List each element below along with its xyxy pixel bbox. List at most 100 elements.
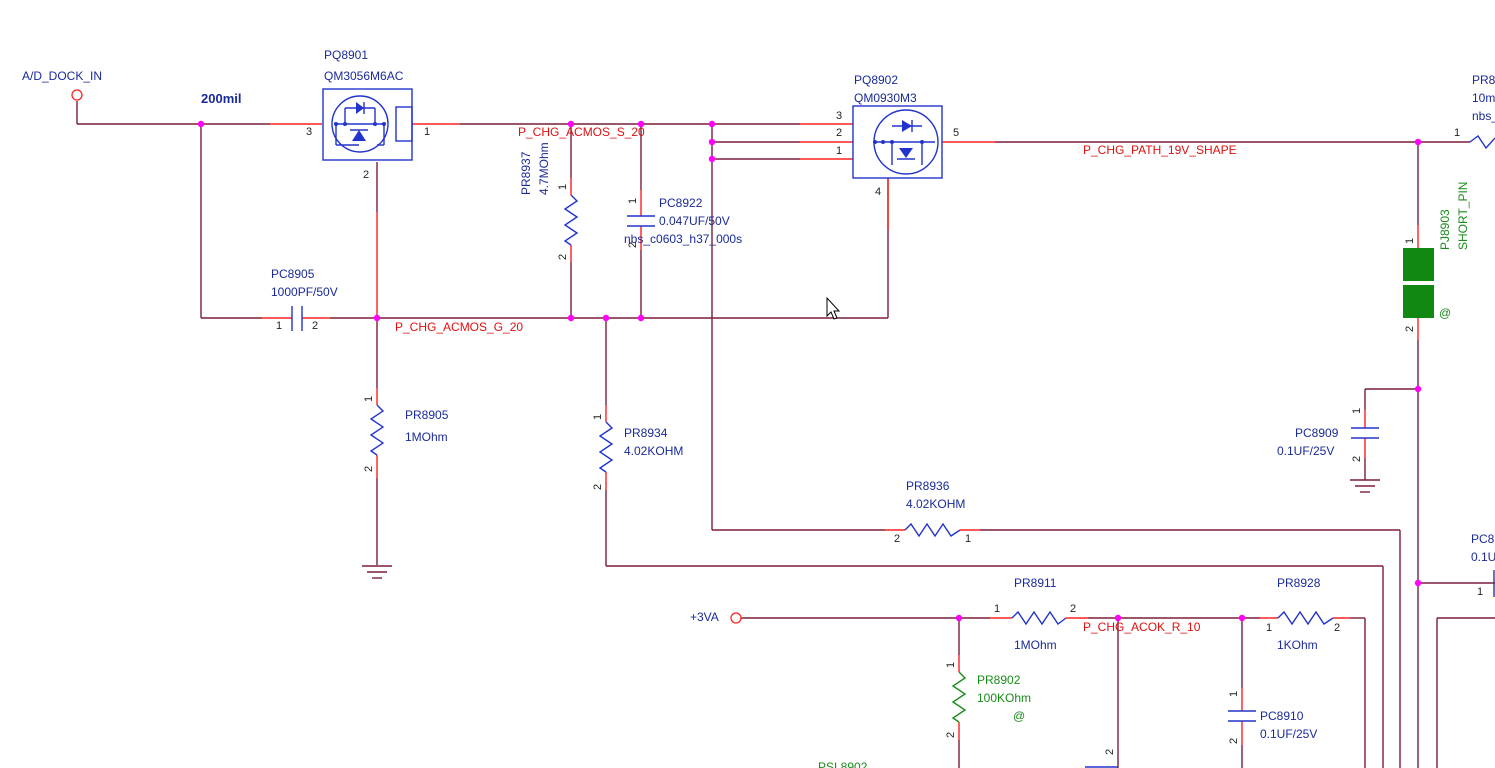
pr8937-ref: PR8937 — [519, 151, 533, 195]
mosfet-pq8901[interactable]: PQ8901 QM3056M6AC 3 1 2 — [306, 48, 430, 181]
partial-footprint: nbs_ — [1472, 109, 1495, 123]
pin-number: 1 — [276, 320, 282, 332]
capacitor-partial-right[interactable]: PC8 0.1U 1 — [1471, 532, 1495, 598]
pin-number: 2 — [1404, 326, 1416, 332]
port-circle-icon — [730, 612, 742, 624]
pc8909-value: 0.1UF/25V — [1277, 444, 1334, 458]
resistor-pr8934[interactable]: PR8934 4.02KOHM 1 2 — [592, 414, 683, 490]
pin-number: 1 — [1228, 691, 1240, 697]
pr8928-value: 1KOhm — [1277, 638, 1318, 652]
pr8928-ref: PR8928 — [1277, 576, 1321, 590]
pc8910-ref: PC8910 — [1260, 709, 1304, 723]
resistor-partial-right[interactable]: PR8 10m nbs_ 1 — [1454, 73, 1495, 150]
pj8903-ref: PJ8903 — [1438, 209, 1452, 250]
pq8902-value: QM0930M3 — [854, 91, 917, 105]
capacitor-pc8909[interactable]: PC8909 0.1UF/25V 1 2 — [1277, 408, 1379, 462]
port-dock-in[interactable]: A/D_DOCK_IN — [22, 69, 102, 101]
pc8922-ref: PC8922 — [659, 196, 703, 210]
resistor-pr8937[interactable]: PR8937 4.7MOhm 1 2 — [519, 142, 579, 260]
pin-number: 1 — [557, 184, 569, 190]
pq8902-ref: PQ8902 — [854, 73, 898, 87]
partial-ref: PR8 — [1472, 73, 1495, 87]
pr8902-ref: PR8902 — [977, 673, 1021, 687]
pin-number: 1 — [994, 603, 1000, 615]
pr8934-ref: PR8934 — [624, 426, 668, 440]
pr8911-value: 1MOhm — [1014, 638, 1057, 652]
port-3va[interactable]: +3VA — [690, 610, 742, 624]
pr8902-at: @ — [1013, 709, 1025, 723]
pin-number: 2 — [627, 242, 639, 248]
pc8922-value: 0.047UF/50V — [659, 214, 730, 228]
pin-number: 1 — [836, 145, 842, 157]
pin-number: 1 — [627, 198, 639, 204]
pin-number: 1 — [1454, 127, 1460, 139]
capacitor-pc8905[interactable]: PC8905 1000PF/50V 1 2 — [271, 267, 338, 332]
resistor-pr8936[interactable]: PR8936 4.02KOHM 2 1 — [894, 479, 971, 545]
pin-number: 5 — [953, 127, 959, 139]
pin-number: 1 — [1351, 408, 1363, 414]
pc8922-footprint: nbs_c0603_h37_000s — [624, 232, 742, 246]
pin-number: 2 — [1334, 622, 1340, 634]
pj8903-value: SHORT_PIN — [1456, 182, 1470, 250]
net-label-path-19v[interactable]: P_CHG_PATH_19V_SHAPE — [1083, 143, 1237, 157]
jumper-pj8903[interactable]: PJ8903 SHORT_PIN @ 1 2 — [1403, 182, 1470, 332]
trace-width-annotation: 200mil — [201, 91, 241, 106]
partial-cap-ref: PC8 — [1471, 532, 1495, 546]
ground-icon — [362, 565, 392, 579]
port-3va-label: +3VA — [690, 610, 719, 624]
pr8936-ref: PR8936 — [906, 479, 950, 493]
pc8909-ref: PC8909 — [1295, 426, 1339, 440]
pin-number: 1 — [363, 396, 375, 402]
pc8910-value: 0.1UF/25V — [1260, 727, 1317, 741]
pin-number: 2 — [1070, 603, 1076, 615]
pr8905-value: 1MOhm — [405, 430, 448, 444]
capacitor-pc8922[interactable]: PC8922 0.047UF/50V nbs_c0603_h37_000s 1 … — [624, 196, 742, 248]
ground-icon — [1350, 479, 1380, 493]
partial-cap-value: 0.1U — [1471, 550, 1495, 564]
port-circle-icon — [71, 89, 83, 101]
pr8902-value: 100KOhm — [977, 691, 1031, 705]
mouse-cursor-icon — [826, 296, 841, 320]
resistor-pr8928[interactable]: PR8928 1KOhm 1 2 — [1266, 576, 1340, 652]
capacitor-pc8910[interactable]: PC8910 0.1UF/25V 1 2 — [1228, 691, 1317, 744]
pc8905-value: 1000PF/50V — [271, 285, 338, 299]
partial-bottom-ref: PSL8902 — [818, 760, 868, 768]
pin-number: 2 — [592, 484, 604, 490]
pin-number: 2 — [363, 169, 369, 181]
pin-number: 2 — [1351, 456, 1363, 462]
pc8905-ref: PC8905 — [271, 267, 315, 281]
pin-number: 1 — [1266, 622, 1272, 634]
pr8937-value: 4.7MOhm — [537, 142, 551, 195]
pin-number: 1 — [1477, 586, 1483, 598]
resistor-pr8902[interactable]: PR8902 100KOhm @ 1 2 — [945, 662, 1031, 738]
resistor-pr8905[interactable]: PR8905 1MOhm 1 2 — [363, 396, 449, 472]
pr8934-value: 4.02KOHM — [624, 444, 683, 458]
port-dock-in-label: A/D_DOCK_IN — [22, 69, 102, 83]
pin-number: 1 — [965, 533, 971, 545]
pin-number: 2 — [312, 320, 318, 332]
pin-number: 3 — [836, 110, 842, 122]
pr8905-ref: PR8905 — [405, 408, 449, 422]
pin-number: 2 — [894, 533, 900, 545]
partial-bottom-part[interactable]: PSL8902 2 — [818, 749, 1116, 768]
mosfet-pq8902[interactable]: PQ8902 QM0930M3 3 2 1 5 4 — [836, 73, 959, 198]
net-label-acmos-g[interactable]: P_CHG_ACMOS_G_20 — [395, 320, 523, 334]
pin-number: 2 — [1228, 738, 1240, 744]
pin-number: 1 — [424, 126, 430, 138]
pq8901-value: QM3056M6AC — [324, 69, 404, 83]
pin-number: 3 — [306, 126, 312, 138]
net-label-acmos-s[interactable]: P_CHG_ACMOS_S_20 — [518, 125, 645, 139]
pin-number: 2 — [836, 127, 842, 139]
pin-number: 4 — [875, 186, 881, 198]
pin-number: 1 — [945, 662, 957, 668]
pj8903-at: @ — [1439, 306, 1451, 320]
partial-value: 10m — [1472, 91, 1495, 105]
pin-number: 2 — [1104, 749, 1116, 755]
wires — [76, 101, 1495, 768]
pr8911-ref: PR8911 — [1014, 576, 1057, 590]
resistor-pr8911[interactable]: PR8911 1MOhm 1 2 — [994, 576, 1076, 652]
pin-number: 1 — [1404, 238, 1416, 244]
net-label-acok[interactable]: P_CHG_ACOK_R_10 — [1083, 620, 1201, 634]
junction-dots — [197, 120, 1422, 622]
